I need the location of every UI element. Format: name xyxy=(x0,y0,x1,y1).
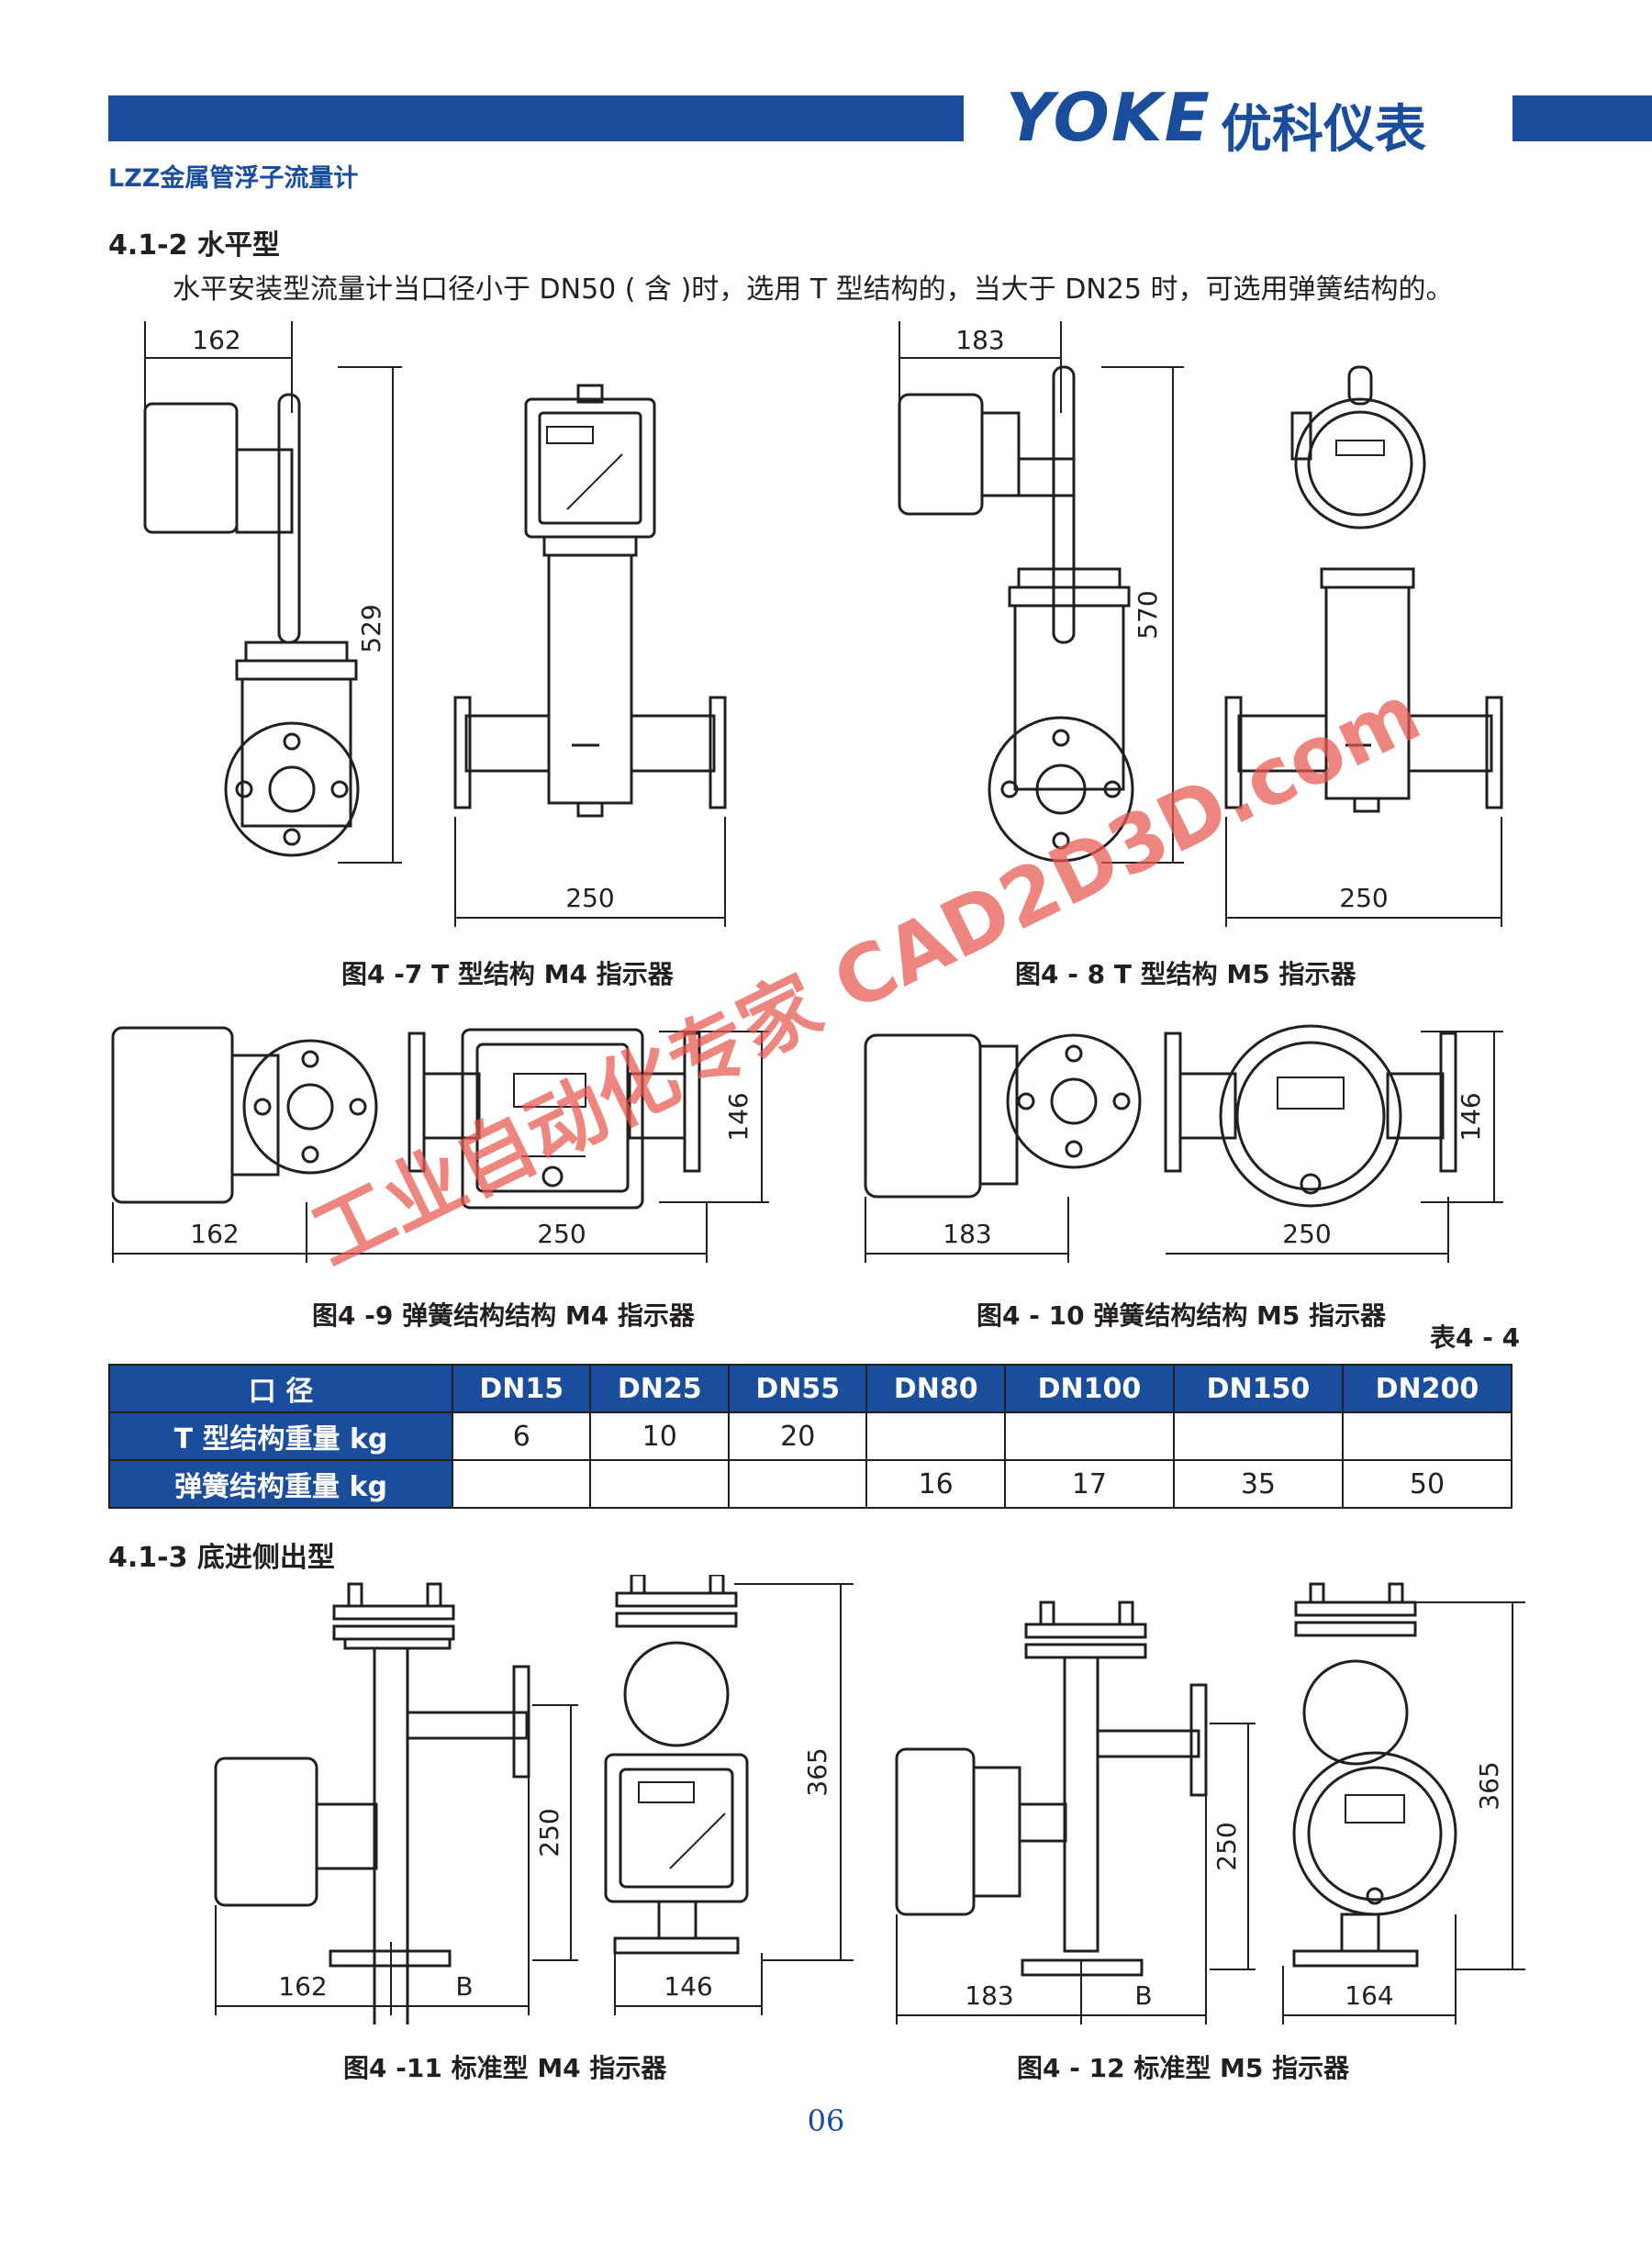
caption-figure-4-12: 图4 - 12 标准型 M5 指示器 xyxy=(1017,2053,1350,2083)
table-label: 表4 - 4 xyxy=(1430,1322,1521,1353)
header-bar-left xyxy=(108,95,964,141)
table-header-cell: DN55 xyxy=(727,1364,868,1413)
dim-250-f11: 250 xyxy=(534,1808,564,1857)
figure-4-12-drawing: 183 B 164 250 365 xyxy=(895,1582,1525,2024)
table-cell: 6 xyxy=(451,1411,592,1461)
dim-529-f7: 529 xyxy=(356,604,386,653)
caption-figure-4-9: 图4 -9 弹簧结构结构 M4 指示器 xyxy=(312,1300,695,1331)
table-row-header: 弹簧结构重量 kg xyxy=(108,1459,453,1509)
caption-figure-4-7: 图4 -7 T 型结构 M4 指示器 xyxy=(341,959,674,989)
dim-b-f11: B xyxy=(455,1971,473,2002)
dim-250-f8: 250 xyxy=(1339,883,1388,913)
dim-183-f10: 183 xyxy=(943,1219,991,1249)
table-cell: 10 xyxy=(589,1411,730,1461)
header-bar-right xyxy=(1512,95,1652,141)
product-title: LZZ金属管浮子流量计 xyxy=(108,164,359,193)
table-header-cell: DN25 xyxy=(589,1364,730,1413)
table-header-cell: DN100 xyxy=(1003,1364,1175,1413)
brand-logo: YOKE xyxy=(1006,79,1211,156)
table-cell xyxy=(865,1411,1006,1461)
dim-146-f11: 146 xyxy=(664,1971,712,2002)
dim-164-f12: 164 xyxy=(1345,1980,1393,2011)
dim-250-f10: 250 xyxy=(1282,1219,1331,1249)
figure-4-11-drawing: 162 B 146 250 365 xyxy=(214,1575,854,2024)
section-title-horizontal: 4.1-2 水平型 xyxy=(108,229,280,262)
section-title-bottom-inlet: 4.1-3 底进侧出型 xyxy=(108,1542,335,1574)
weight-table: 口 径 DN15 DN25 DN55 DN80 DN100 DN150 DN20… xyxy=(108,1364,1513,1509)
dim-146-f9: 146 xyxy=(723,1092,753,1141)
table-cell xyxy=(1003,1411,1175,1461)
dim-183-f12: 183 xyxy=(965,1980,1013,2011)
page-number: 06 xyxy=(807,2103,845,2138)
table-header-cell: DN150 xyxy=(1172,1364,1344,1413)
table-header-cell: DN200 xyxy=(1341,1364,1513,1413)
table-cell xyxy=(451,1459,592,1509)
figure-4-7-drawing: 162 529 250 xyxy=(143,321,727,927)
caption-figure-4-11: 图4 -11 标准型 M4 指示器 xyxy=(343,2053,667,2083)
dim-162-f9: 162 xyxy=(190,1219,239,1249)
dim-162-f11: 162 xyxy=(278,1971,327,2002)
section-paragraph: 水平安装型流量计当口径小于 DN50 ( 含 )时，选用 T 型结构的，当大于 … xyxy=(173,273,1454,306)
table-cell: 17 xyxy=(1003,1459,1175,1509)
table-row: T 型结构重量 kg 6 10 20 xyxy=(108,1411,1513,1461)
table-cell xyxy=(1341,1411,1513,1461)
table-header-row: 口 径 DN15 DN25 DN55 DN80 DN100 DN150 DN20… xyxy=(108,1364,1513,1413)
table-row-header: T 型结构重量 kg xyxy=(108,1411,453,1461)
table-cell xyxy=(589,1459,730,1509)
table-cell: 50 xyxy=(1341,1459,1513,1509)
dim-183-f8: 183 xyxy=(955,325,1004,355)
caption-figure-4-8: 图4 - 8 T 型结构 M5 指示器 xyxy=(1015,959,1356,989)
dim-250-f7: 250 xyxy=(565,883,614,913)
table-cell: 20 xyxy=(727,1411,868,1461)
caption-figure-4-10: 图4 - 10 弹簧结构结构 M5 指示器 xyxy=(977,1300,1387,1331)
figure-4-8-drawing: 183 570 250 xyxy=(898,321,1503,927)
table-header-cell: DN80 xyxy=(865,1364,1006,1413)
dim-250-f12: 250 xyxy=(1211,1822,1242,1870)
figure-4-9-drawing: 162 250 146 xyxy=(111,1026,769,1263)
table-header-cell: 口 径 xyxy=(108,1364,453,1413)
dim-b-f12: B xyxy=(1134,1980,1152,2011)
table-cell: 35 xyxy=(1172,1459,1344,1509)
dim-250-f9: 250 xyxy=(537,1219,586,1249)
table-cell: 16 xyxy=(865,1459,1006,1509)
dim-570-f8: 570 xyxy=(1133,590,1163,639)
table-header-cell: DN15 xyxy=(451,1364,592,1413)
figure-4-10-drawing: 183 250 146 xyxy=(864,1024,1503,1263)
table-row: 弹簧结构重量 kg 16 17 35 50 xyxy=(108,1459,1513,1509)
table-cell xyxy=(1172,1411,1344,1461)
dim-146-f10: 146 xyxy=(1456,1092,1486,1141)
dim-365-f12: 365 xyxy=(1474,1761,1504,1810)
dim-162-f7: 162 xyxy=(192,325,240,355)
dim-365-f11: 365 xyxy=(802,1747,832,1796)
table-cell xyxy=(727,1459,868,1509)
brand-name-cn: 优科仪表 xyxy=(1221,100,1426,160)
